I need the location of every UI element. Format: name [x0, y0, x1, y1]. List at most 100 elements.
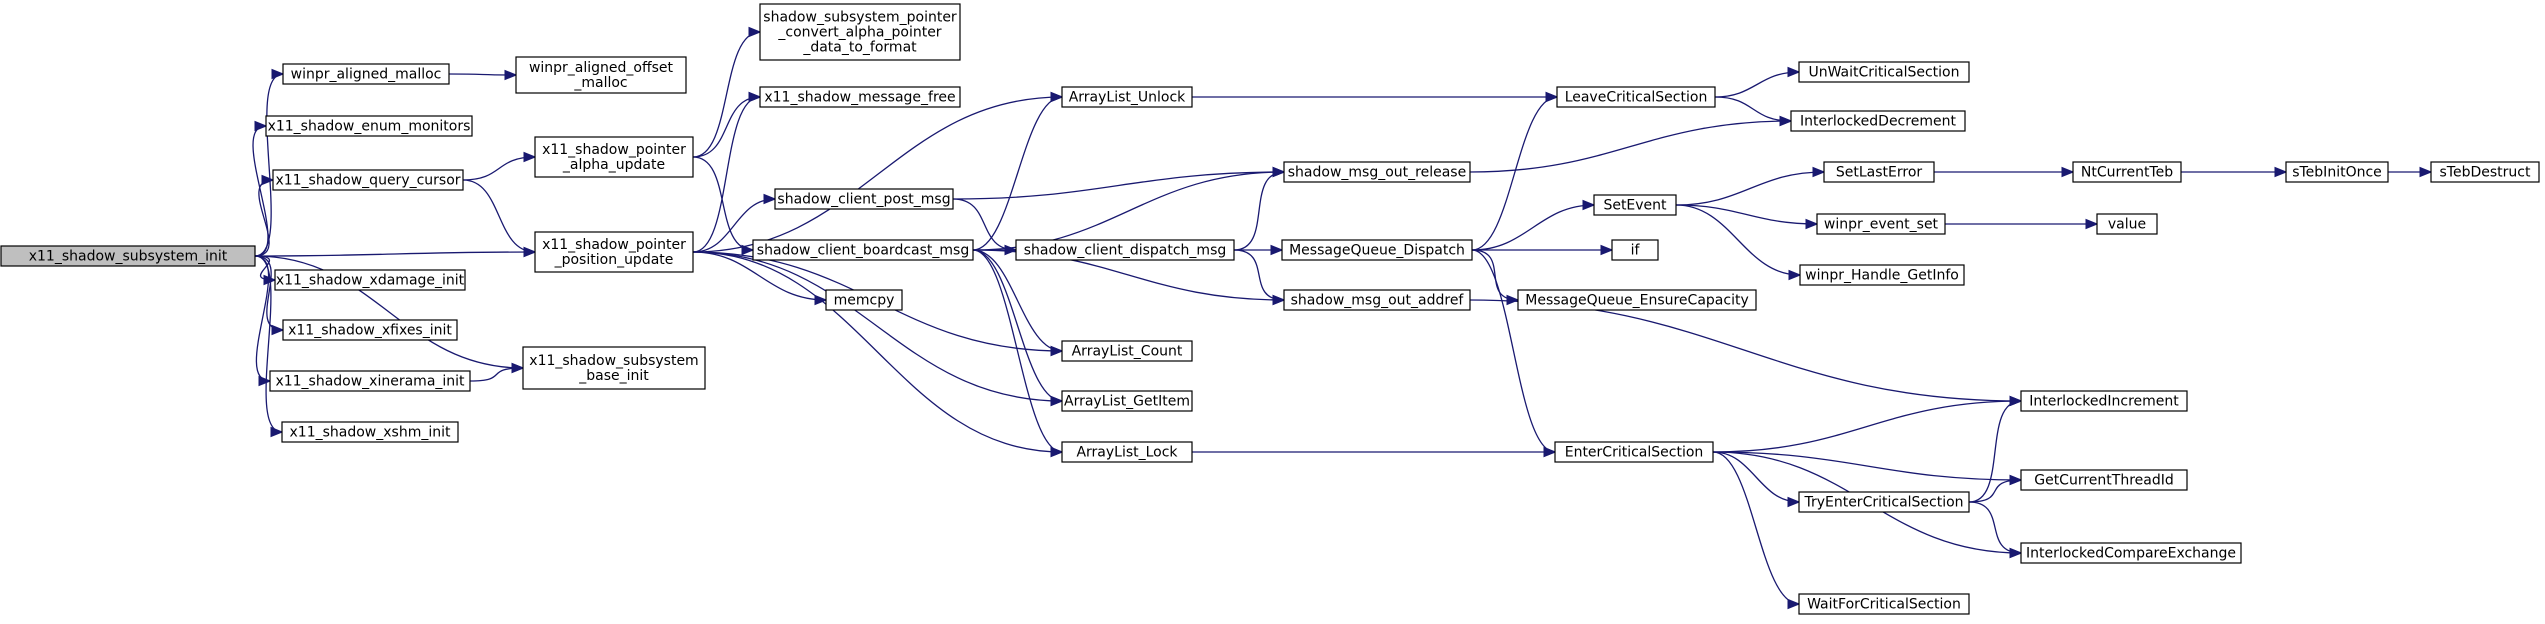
node-stebdestruct[interactable]: sTebDestruct [2430, 161, 2540, 183]
node-value[interactable]: value [2096, 213, 2158, 235]
edge-shadow_client_dispatch_msg-to-shadow_msg_out_release [1233, 172, 1284, 251]
node-box [752, 239, 974, 261]
node-box [1061, 441, 1193, 463]
edge-root-to-winpr_aligned_malloc [254, 74, 284, 257]
node-tryentercriticalsection[interactable]: TryEnterCriticalSection [1798, 491, 1970, 513]
edge-messagequeue_dispatch-to-messagequeue_ensurecapacity [1471, 249, 1518, 300]
edge-x11_shadow_pointer_position_update-to-arraylist_getitem [692, 251, 1062, 401]
node-arraylist-lock[interactable]: ArrayList_Lock [1061, 441, 1193, 463]
node-unwaitcriticalsection[interactable]: UnWaitCriticalSection [1798, 61, 1970, 83]
node-x11-shadow-xdamage-init[interactable]: x11_shadow_xdamage_init [274, 269, 466, 291]
node-getcurrentthreadid[interactable]: GetCurrentThreadId [2020, 469, 2188, 491]
node-shadow-subsystem-pointer-convert[interactable]: shadow_subsystem_pointer_convert_alpha_p… [759, 3, 961, 61]
node-label: shadow_subsystem_pointer [763, 10, 957, 26]
node-label: ArrayList_Lock [1076, 445, 1178, 461]
edges-layer [252, 32, 2431, 604]
node-box [759, 3, 961, 61]
node-label: shadow_client_dispatch_msg [1024, 243, 1227, 259]
node-memcpy[interactable]: memcpy [825, 289, 903, 311]
edge-root-to-x11_shadow_xdamage_init [254, 255, 275, 280]
node-box [281, 421, 459, 443]
edge-x11_shadow_pointer_position_update-to-memcpy [692, 251, 826, 300]
node-box [1798, 61, 1970, 83]
node-setevent[interactable]: SetEvent [1593, 194, 1677, 216]
node-x11-shadow-pointer-position-update[interactable]: x11_shadow_pointer_position_update [534, 231, 694, 273]
node-x11-shadow-xinerama-init[interactable]: x11_shadow_xinerama_init [269, 370, 471, 392]
node-messagequeue-ensurecapacity[interactable]: MessageQueue_EnsureCapacity [1517, 289, 1757, 311]
node-waitforcriticalsection[interactable]: WaitForCriticalSection [1798, 593, 1970, 615]
node-x11-shadow-message-free[interactable]: x11_shadow_message_free [759, 86, 961, 108]
node-label: winpr_Handle_GetInfo [1805, 268, 1959, 284]
node-x11-shadow-enum-monitors[interactable]: x11_shadow_enum_monitors [265, 115, 473, 137]
edge-x11_shadow_pointer_position_update-to-arraylist_lock [692, 251, 1062, 452]
node-label: value [2108, 217, 2146, 233]
node-if[interactable]: if [1611, 239, 1659, 261]
node-label: sTebInitOnce [2292, 165, 2382, 181]
node-box [1281, 239, 1473, 261]
node-box [2020, 542, 2242, 564]
edge-tryentercriticalsection-to-interlockedcompareexchange [1968, 501, 2021, 553]
node-label: ArrayList_GetItem [1064, 394, 1190, 410]
node-root[interactable]: x11_shadow_subsystem_init [0, 245, 256, 267]
node-shadow-client-dispatch-msg[interactable]: shadow_client_dispatch_msg [1015, 239, 1235, 261]
node-label: x11_shadow_xdamage_init [276, 273, 465, 289]
node-box [2020, 469, 2188, 491]
node-box [2096, 213, 2158, 235]
node-interlockedincrement[interactable]: InterlockedIncrement [2020, 390, 2188, 412]
edge-shadow_client_boardcast_msg-to-arraylist_count [972, 249, 1062, 351]
node-label: x11_shadow_subsystem_init [29, 249, 228, 265]
node-label: _convert_alpha_pointer [777, 25, 941, 41]
node-label: ArrayList_Count [1072, 344, 1183, 360]
node-box [1283, 289, 1471, 311]
node-winpr-event-set[interactable]: winpr_event_set [1816, 213, 1946, 235]
node-stebinitonce[interactable]: sTebInitOnce [2285, 161, 2389, 183]
node-shadow-client-post-msg[interactable]: shadow_client_post_msg [774, 188, 954, 210]
node-messagequeue-dispatch[interactable]: MessageQueue_Dispatch [1281, 239, 1473, 261]
edge-messagequeue_dispatch-to-entercriticalsection [1471, 249, 1556, 452]
node-box [522, 346, 706, 390]
node-label: winpr_aligned_malloc [291, 67, 442, 83]
node-x11-shadow-xshm-init[interactable]: x11_shadow_xshm_init [281, 421, 459, 443]
node-setlasterror[interactable]: SetLastError [1823, 161, 1935, 183]
node-entercriticalsection[interactable]: EnterCriticalSection [1554, 441, 1714, 463]
node-x11-shadow-pointer-alpha-update[interactable]: x11_shadow_pointer_alpha_update [534, 136, 694, 178]
edge-setevent-to-setlasterror [1675, 172, 1824, 206]
node-interlockeddecrement[interactable]: InterlockedDecrement [1790, 110, 1966, 132]
edge-tryentercriticalsection-to-getcurrentthreadid [1968, 480, 2021, 503]
node-x11-shadow-xfixes-init[interactable]: x11_shadow_xfixes_init [282, 319, 458, 341]
node-shadow-client-boardcast-msg[interactable]: shadow_client_boardcast_msg [752, 239, 974, 261]
node-box [1799, 264, 1965, 286]
node-box [825, 289, 903, 311]
node-label: x11_shadow_xfixes_init [288, 323, 452, 339]
edge-root-to-x11_shadow_xfixes_init [254, 255, 283, 330]
node-arraylist-count[interactable]: ArrayList_Count [1061, 340, 1193, 362]
nodes-layer: x11_shadow_subsystem_init winpr_aligned_m… [0, 3, 2540, 615]
node-ntcurrentteb[interactable]: NtCurrentTeb [2072, 161, 2182, 183]
node-label: _position_update [554, 252, 674, 268]
node-label: shadow_msg_out_release [1288, 165, 1466, 181]
edge-root-to-x11_shadow_enum_monitors [252, 126, 269, 257]
node-arraylist-getitem[interactable]: ArrayList_GetItem [1061, 390, 1193, 412]
node-shadow-msg-out-release[interactable]: shadow_msg_out_release [1283, 161, 1471, 183]
edge-x11_shadow_query_cursor-to-x11_shadow_pointer_alpha_update [462, 157, 535, 181]
node-arraylist-unlock[interactable]: ArrayList_Unlock [1061, 86, 1193, 108]
node-box [1823, 161, 1935, 183]
node-box [1790, 110, 1966, 132]
node-winpr-handle-getinfo[interactable]: winpr_Handle_GetInfo [1799, 264, 1965, 286]
node-label: winpr_event_set [1824, 217, 1939, 233]
node-label: EnterCriticalSection [1565, 445, 1704, 461]
node-label: WaitForCriticalSection [1807, 597, 1961, 613]
node-box [265, 115, 473, 137]
node-label: sTebDestruct [2440, 165, 2531, 181]
node-x11-shadow-subsystem-base-init[interactable]: x11_shadow_subsystem_base_init [522, 346, 706, 390]
node-interlockedcompareexchange[interactable]: InterlockedCompareExchange [2020, 542, 2242, 564]
node-leavecriticalsection[interactable]: LeaveCriticalSection [1556, 86, 1716, 108]
node-label: memcpy [834, 293, 895, 309]
node-x11-shadow-query-cursor[interactable]: x11_shadow_query_cursor [272, 169, 464, 191]
node-shadow-msg-out-addref[interactable]: shadow_msg_out_addref [1283, 289, 1471, 311]
node-box [534, 136, 694, 178]
node-box [1015, 239, 1235, 261]
node-winpr-aligned-malloc[interactable]: winpr_aligned_malloc [282, 63, 450, 85]
node-winpr-aligned-offset-malloc[interactable]: winpr_aligned_offset_malloc [515, 56, 687, 94]
node-label: LeaveCriticalSection [1565, 90, 1708, 106]
